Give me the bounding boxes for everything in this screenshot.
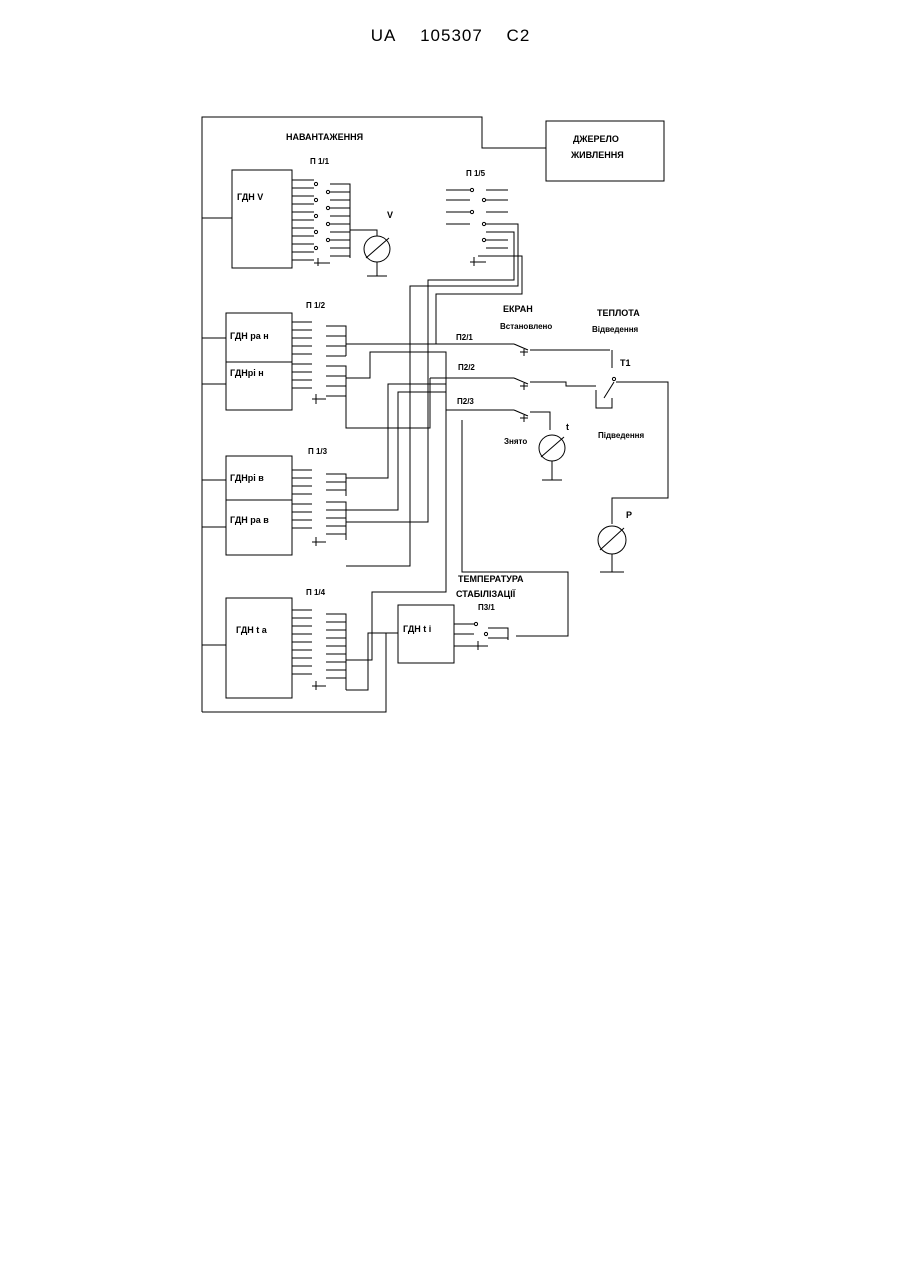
removed-label: Знято <box>504 437 527 446</box>
power-source-label-2: ЖИВЛЕННЯ <box>570 150 624 160</box>
block-gdn-pressure-1 <box>226 313 292 410</box>
switch-contacts-p12 <box>292 322 346 404</box>
pressure-meter <box>598 526 626 572</box>
t1-label: T1 <box>620 358 631 368</box>
block-gdn-pib-label: ГДНрі в <box>230 473 264 483</box>
switch-contacts-p14 <box>292 610 346 690</box>
switch-p22 <box>430 378 596 390</box>
switch-p21-label: П2/1 <box>456 333 473 342</box>
switch-p31 <box>454 622 508 650</box>
switch-p14-label: П 1/4 <box>306 588 326 597</box>
load-label: НАВАНТАЖЕННЯ <box>286 132 363 142</box>
switch-contacts-p15 <box>446 188 508 266</box>
block-gdn-ti-label: ГДН t i <box>403 624 431 634</box>
power-source-label-1: ДЖЕРЕЛО <box>573 134 619 144</box>
temperature-meter <box>539 435 565 480</box>
screen-label: ЕКРАН <box>503 304 533 314</box>
pressure-meter-label: P <box>626 510 632 520</box>
switch-p22-label: П2/2 <box>458 363 475 372</box>
block-gdn-ta-label: ГДН t а <box>236 625 268 635</box>
block-gdn-pan-label: ГДН ра н <box>230 331 269 341</box>
stabilisation-label-2: СТАБІЛІЗАЦІЇ <box>456 589 516 599</box>
voltmeter-label: V <box>387 210 393 220</box>
switch-p15-label: П 1/5 <box>466 169 486 178</box>
stabilisation-label-1: ТЕМПЕРАТУРА <box>458 574 524 584</box>
heat-label: ТЕПЛОТА <box>597 308 640 318</box>
switch-p21 <box>346 344 610 356</box>
switch-contacts-p11 <box>292 180 350 266</box>
block-gdn-v <box>232 170 292 268</box>
block-gdn-ti <box>398 605 454 663</box>
switch-p13-label: П 1/3 <box>308 447 328 456</box>
switch-contacts-p13 <box>292 470 346 546</box>
interconnect-wiring <box>346 224 568 690</box>
switch-p31-label: П3/1 <box>478 603 495 612</box>
temperature-meter-label: t <box>566 422 569 432</box>
block-gdn-pab-label: ГДН ра в <box>230 515 269 525</box>
block-gdn-pressure-2 <box>226 456 292 555</box>
block-gdn-v-label: ГДН V <box>237 192 263 202</box>
voltmeter <box>350 230 390 276</box>
switch-p23-label: П2/3 <box>457 397 474 406</box>
block-gdn-ta <box>226 598 292 698</box>
supply-label: Підведення <box>598 431 645 440</box>
switch-p12-label: П 1/2 <box>306 301 326 310</box>
removal-label: Відведення <box>592 325 639 334</box>
block-gdn-pin-label: ГДНрі н <box>230 368 264 378</box>
installed-label: Встановлено <box>500 322 552 331</box>
switch-p11-label: П 1/1 <box>310 157 330 166</box>
